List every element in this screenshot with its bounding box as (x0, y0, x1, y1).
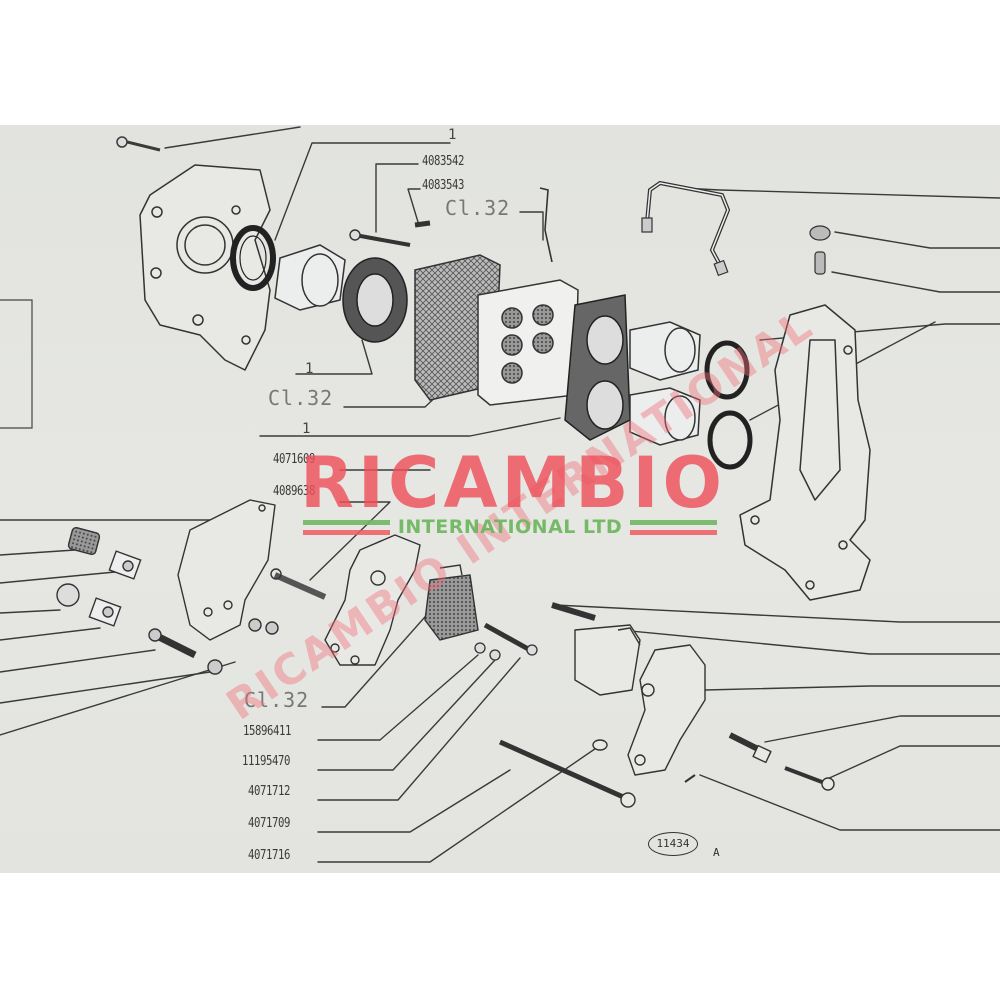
callout-bot-4071709: 4071709 (248, 816, 291, 831)
watermark-subtitle: INTERNATIONAL LTD (397, 516, 623, 538)
watermark-stripes-left (303, 519, 390, 535)
callout-mid-4089638: 4089638 (273, 484, 316, 499)
callout-bot-cl32: Cl.32 (244, 688, 310, 712)
watermark-stripes-right (630, 519, 717, 535)
callout-top-1: 1 (448, 127, 456, 143)
callout-top-4083542: 4083542 (422, 154, 465, 169)
watermark-brand: RICAMBIO (300, 442, 727, 524)
diagram-reference-number: 11434 (648, 832, 698, 856)
callout-mid-cl32: Cl.32 (268, 386, 334, 410)
watermark-subtitle-row: INTERNATIONAL LTD (303, 515, 717, 539)
callout-top-4083543: 4083543 (422, 178, 465, 193)
callout-bot-11195470: 11195470 (242, 754, 291, 769)
callout-bot-15896411: 15896411 (243, 724, 292, 739)
callout-bot-4071716: 4071716 (248, 848, 291, 863)
callout-mid-1b: 1 (302, 421, 310, 437)
diagram-reference-suffix: A (713, 846, 720, 859)
callout-mid-1: 1 (305, 361, 313, 377)
callout-top-cl32: Cl.32 (445, 196, 511, 220)
callout-mid-4071609: 4071609 (273, 452, 316, 467)
callout-bot-4071712: 4071712 (248, 784, 291, 799)
